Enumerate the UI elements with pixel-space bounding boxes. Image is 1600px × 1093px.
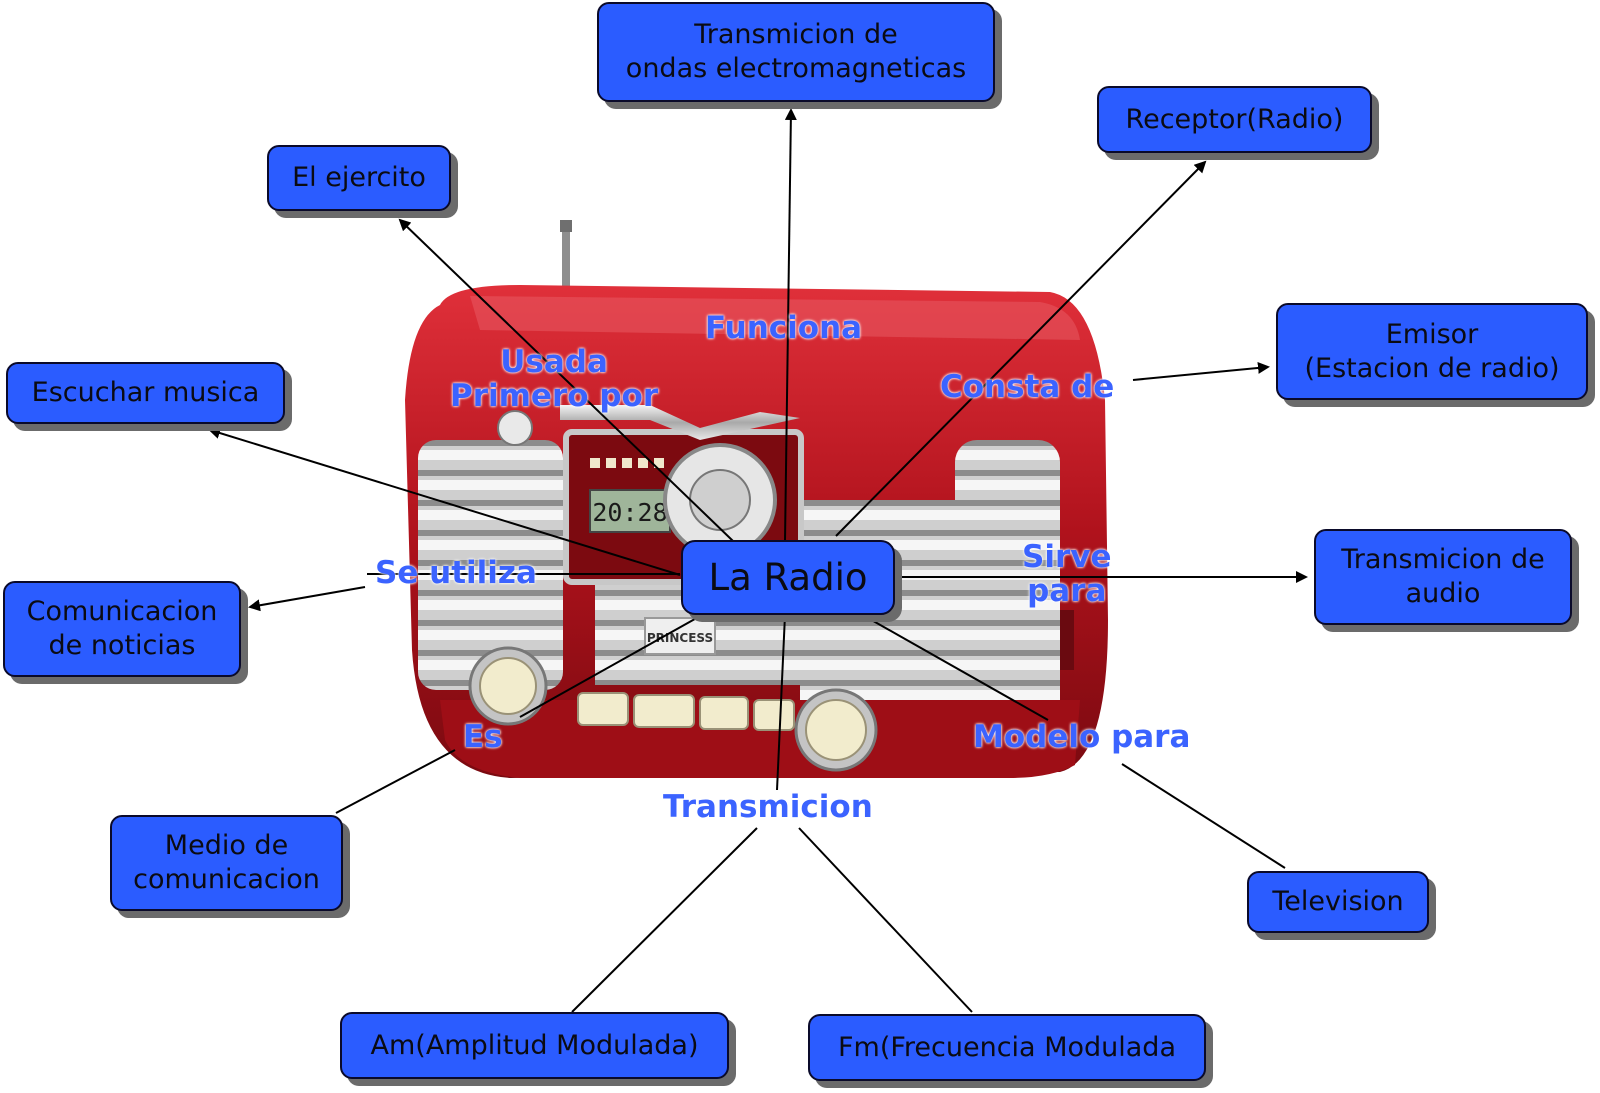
- connector-lines: [208, 108, 1308, 1013]
- node-label: Receptor(Radio): [1125, 103, 1344, 135]
- center-node-label: La Radio: [708, 555, 868, 599]
- node-transmision-ondas[interactable]: Transmicion de ondas electromagneticas: [597, 2, 995, 102]
- node-label: Fm(Frecuencia Modulada: [837, 1031, 1176, 1063]
- line-to-television: [1121, 763, 1286, 869]
- node-label: Am(Amplitud Modulada): [370, 1029, 699, 1061]
- line-es: [519, 614, 703, 718]
- antenna: [560, 220, 572, 295]
- line-transmicion: [776, 614, 786, 791]
- node-television[interactable]: Television: [1247, 871, 1429, 933]
- arrow-to-receptor: [835, 160, 1207, 537]
- brand-plate-text: PRINCESS: [647, 631, 713, 645]
- node-label: Transmicion de ondas electromagneticas: [625, 19, 967, 84]
- node-label: Escuchar musica: [31, 377, 260, 408]
- node-el-ejercito[interactable]: El ejercito: [267, 145, 451, 211]
- link-consta-de: Consta de: [940, 369, 1115, 405]
- arrow-to-el-ejercito: [398, 218, 734, 542]
- node-am[interactable]: Am(Amplitud Modulada): [340, 1012, 729, 1079]
- link-modelo-para: Modelo para: [973, 719, 1191, 755]
- display-time-text: 20:28: [592, 498, 667, 527]
- node-label: Emisor (Estacion de radio): [1304, 318, 1560, 384]
- line-to-fm: [798, 827, 973, 1013]
- node-transmision-audio[interactable]: Transmicion de audio: [1314, 529, 1572, 625]
- radio-display-time: 20:28: [592, 498, 667, 527]
- line-to-medio-comunicacion: [335, 749, 456, 814]
- link-usada-primero-por: Usada Primero por: [450, 344, 659, 414]
- center-node-la-radio[interactable]: La Radio: [681, 540, 895, 615]
- node-label: Comunicacion de noticias: [26, 596, 218, 661]
- link-funciona: Funciona: [705, 310, 863, 346]
- node-label: Television: [1272, 886, 1404, 917]
- node-emisor[interactable]: Emisor (Estacion de radio): [1276, 303, 1588, 400]
- link-sirve-para: Sirve para: [1022, 539, 1112, 609]
- arrow-to-comunicacion-noticias: [248, 586, 366, 612]
- node-escuchar-musica[interactable]: Escuchar musica: [6, 362, 285, 424]
- line-modelo-para: [867, 617, 1049, 721]
- node-comunicacion-noticias[interactable]: Comunicacion de noticias: [3, 581, 241, 677]
- arrow-to-emisor: [1132, 361, 1270, 381]
- node-receptor[interactable]: Receptor(Radio): [1097, 86, 1372, 153]
- node-fm[interactable]: Fm(Frecuencia Modulada: [808, 1014, 1206, 1081]
- node-medio-comunicacion[interactable]: Medio de comunicacion: [110, 815, 343, 911]
- arrow-to-escuchar-musica: [208, 427, 681, 576]
- link-es: Es: [463, 719, 503, 755]
- link-se-utiliza: Se utiliza: [375, 555, 537, 591]
- node-label: Transmicion de audio: [1341, 544, 1545, 609]
- link-transmicion: Transmicion: [663, 789, 873, 825]
- node-label: El ejercito: [292, 162, 426, 193]
- line-to-am: [571, 827, 758, 1013]
- node-label: Medio de comunicacion: [133, 830, 320, 895]
- arrow-to-transmision-ondas: [784, 108, 797, 542]
